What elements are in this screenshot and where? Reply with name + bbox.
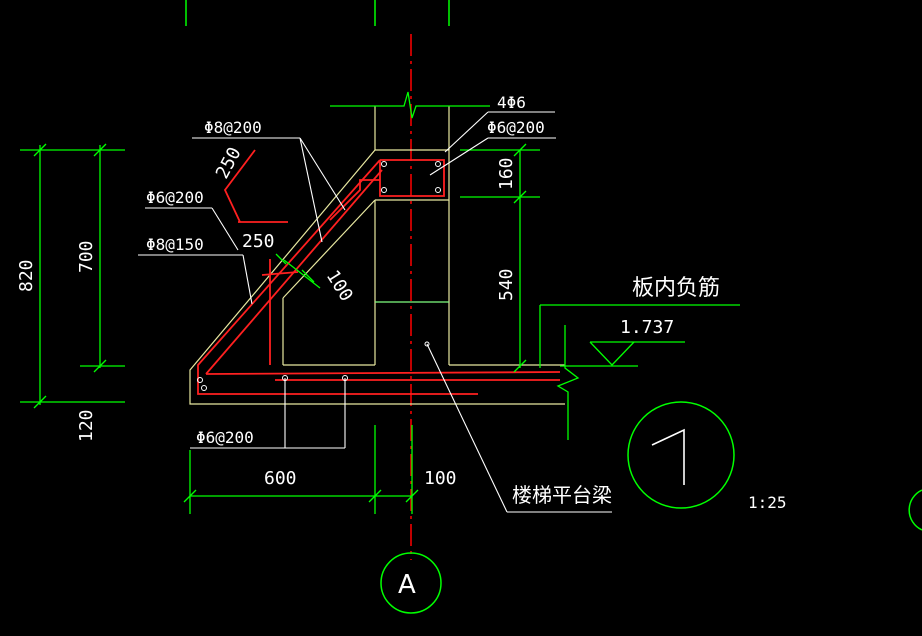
dim-beam-top: 160 [496,157,517,190]
label-slab-bottom: Φ8@150 [146,235,204,254]
axis-label-a: A [398,570,416,600]
dim-beam-height: 540 [496,268,517,301]
note-neg-bar: 板内负筋 [632,276,720,301]
bottom-dimensions [183,425,419,514]
top-edge-lines [185,0,450,26]
dim-width-600: 600 [264,468,297,489]
left-dimensions [20,143,125,409]
slab-thickness-dim [275,253,321,289]
detail-symbol [627,401,735,509]
concrete-outline [189,106,565,405]
label-dist-bar: Φ6@200 [146,188,204,207]
dim-offset-100: 100 [424,468,457,489]
dim-bend-250b: 250 [242,231,275,252]
label-bottom-stirrup: Φ6@200 [196,428,254,447]
right-dimensions [460,143,540,373]
dim-slab-height: 700 [76,240,97,273]
dim-thickness-100: 100 [322,267,357,306]
partial-circle-right [908,489,922,531]
dim-total-height: 820 [16,259,37,292]
note-beam-name: 楼梯平台梁 [512,483,612,507]
axis-bubble-a [380,552,442,614]
label-stirrup-top: Φ6@200 [487,118,545,137]
leader-lines [138,111,612,513]
rebar-dots [197,161,441,391]
label-rebar-top: 4Φ6 [497,93,526,112]
dim-bend-250a: 250 [212,144,246,183]
label-slab-bar: Φ8@200 [204,118,262,137]
elevation-marker [539,304,740,368]
note-scale: 1:25 [748,493,787,512]
dim-bottom-height: 120 [76,409,97,442]
break-marks [330,91,580,440]
note-elevation: 1.737 [620,317,674,338]
